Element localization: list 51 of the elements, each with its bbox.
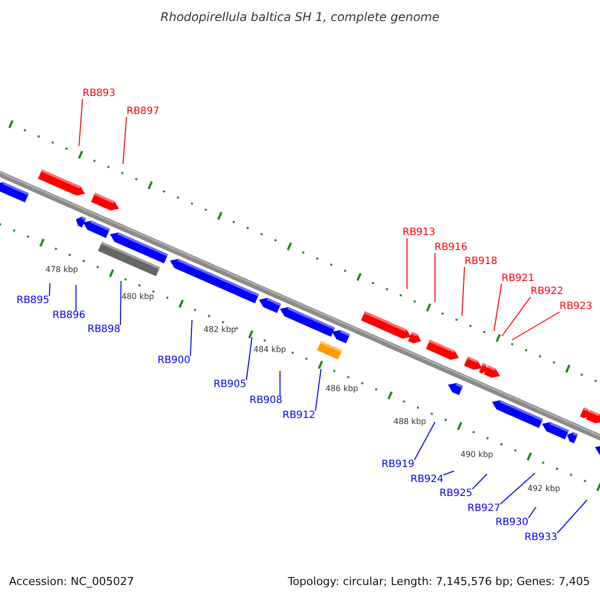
gene-label: RB908 xyxy=(250,396,282,406)
gene-label: RB918 xyxy=(464,257,498,267)
gene-label: RB933 xyxy=(524,533,558,543)
gene-label: RB912 xyxy=(282,411,316,421)
footer-text: Topology: circular; Length: 7,145,576 bp; Genes: 7,405 xyxy=(288,576,590,587)
gene-label: RB896 xyxy=(52,311,86,321)
leader-line xyxy=(442,470,454,476)
title: Rhodopirellula baltica SH 1, complete genome xyxy=(160,11,440,23)
gene-label: RB900 xyxy=(158,356,190,366)
gene-label: RB923 xyxy=(560,302,592,312)
gene-label: RB895 xyxy=(16,296,50,306)
gene-label: RB922 xyxy=(530,287,564,297)
leader-line xyxy=(190,320,192,356)
leader-line xyxy=(472,474,488,490)
gene-label: RB898 xyxy=(88,325,120,335)
leader-line xyxy=(406,238,408,290)
leader-line xyxy=(500,472,536,504)
scale-label: 492 kbp xyxy=(528,485,560,493)
leader-line xyxy=(494,284,502,332)
leader-line xyxy=(512,312,560,340)
scale-label: 488 kbp xyxy=(394,418,426,426)
leader-line xyxy=(434,252,436,302)
scale-label: 484 kbp xyxy=(254,346,286,354)
leader-line xyxy=(120,280,122,326)
scale-label: 486 kbp xyxy=(326,385,358,393)
gene-label: RB913 xyxy=(402,228,436,238)
leader-line xyxy=(246,336,252,380)
leader-line xyxy=(462,266,465,316)
gene-label: RB921 xyxy=(502,274,534,284)
leader-line xyxy=(556,500,588,534)
leader-line xyxy=(414,422,436,460)
gene-label: RB893 xyxy=(82,89,116,99)
leader-line xyxy=(122,116,127,164)
gene-label: RB905 xyxy=(214,380,246,390)
gene-label: RB916 xyxy=(434,243,468,253)
leader-line xyxy=(502,296,531,336)
scale-label: 490 kbp xyxy=(460,451,494,459)
leader-line xyxy=(528,506,536,518)
gene-label: RB930 xyxy=(496,518,528,528)
scale-label: 482 kbp xyxy=(204,326,236,334)
leader-line xyxy=(48,282,50,296)
gene-label: RB897 xyxy=(126,107,160,117)
scale-label: 480 kbp xyxy=(122,293,154,301)
footer-text: Accession: NC_005027 xyxy=(9,576,134,587)
leader-line xyxy=(78,98,83,146)
scale-label: 478 kbp xyxy=(46,266,78,274)
leader-line xyxy=(314,368,322,412)
gene-label: RB924 xyxy=(410,475,444,485)
gene-label: RB925 xyxy=(440,489,472,499)
gene-label: RB919 xyxy=(382,460,414,470)
gene-label: RB927 xyxy=(468,504,500,514)
